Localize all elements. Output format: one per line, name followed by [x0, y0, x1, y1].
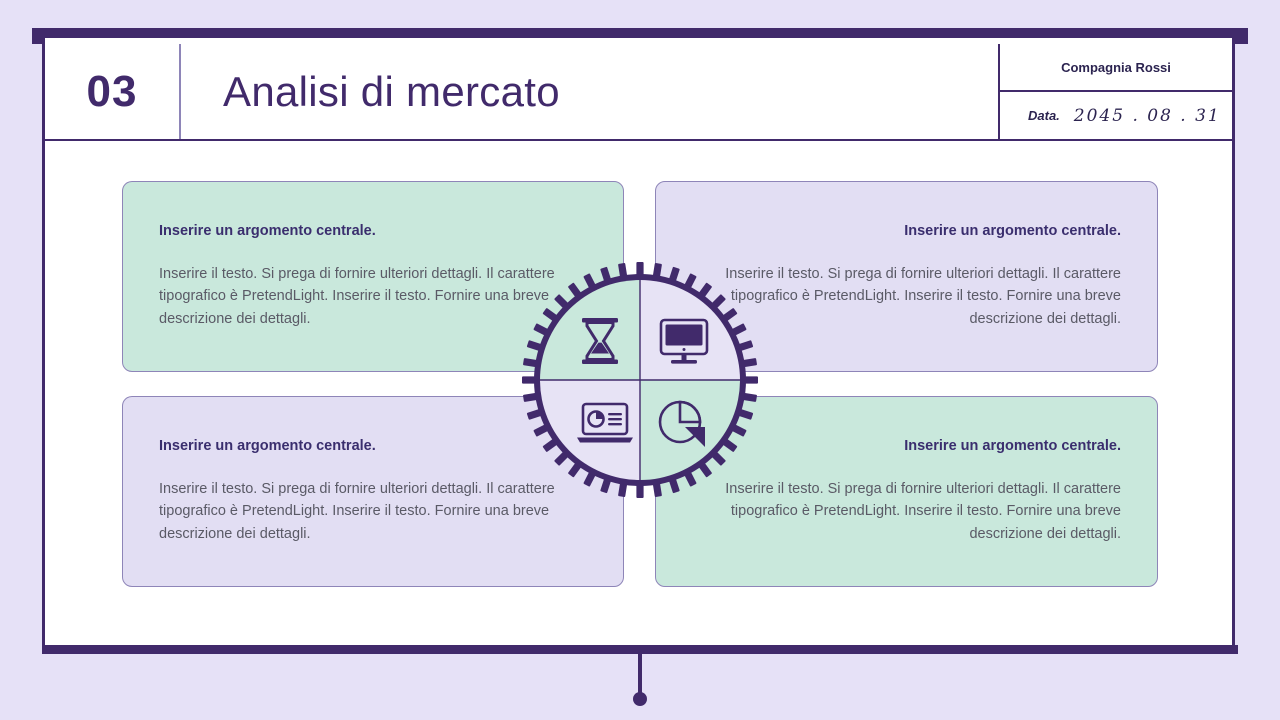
date-value: 2045 . 08 . 31 [1073, 105, 1221, 126]
header-meta: Compagnia Rossi Data. 2045 . 08 . 31 [1000, 44, 1232, 139]
frame-bottom-bar [42, 645, 1238, 654]
company-name: Compagnia Rossi [1000, 44, 1232, 92]
frame-drop-dot [633, 692, 647, 706]
card-body: Inserire il testo. Si prega di fornire u… [725, 265, 1121, 327]
card-title: Inserire un argomento centrale. [904, 222, 1121, 239]
section-number: 03 [45, 44, 181, 139]
center-gear-graphic [520, 260, 760, 500]
card-title: Inserire un argomento centrale. [159, 222, 376, 239]
date-label: Data. [1028, 108, 1060, 123]
page-title: Analisi di mercato [181, 44, 1000, 139]
card-body: Inserire il testo. Si prega di fornire u… [159, 265, 555, 327]
frame-drop-line [638, 650, 642, 698]
pie-chart-icon [658, 400, 705, 447]
content-card-top-left[interactable]: Inserire un argomento centrale. Inserire… [122, 181, 624, 372]
page-title-label: Analisi di mercato [223, 67, 560, 115]
date-row: Data. 2045 . 08 . 31 [1000, 92, 1232, 139]
card-body: Inserire il testo. Si prega di fornire u… [725, 480, 1121, 542]
gear-cross-lines [540, 280, 740, 480]
laptop-chart-icon [577, 402, 633, 443]
slide-header: 03 Analisi di mercato Compagnia Rossi Da… [45, 44, 1232, 141]
card-title: Inserire un argomento centrale. [159, 437, 376, 454]
quadrant-bottom-left [540, 380, 640, 480]
card-body: Inserire il testo. Si prega di fornire u… [159, 480, 555, 542]
card-title: Inserire un argomento centrale. [904, 437, 1121, 454]
section-number-label: 03 [86, 66, 138, 116]
hourglass-icon [582, 318, 618, 364]
gear-svg [522, 262, 758, 498]
monitor-icon [659, 318, 709, 364]
content-card-top-right[interactable]: Inserire un argomento centrale. Inserire… [655, 181, 1158, 372]
